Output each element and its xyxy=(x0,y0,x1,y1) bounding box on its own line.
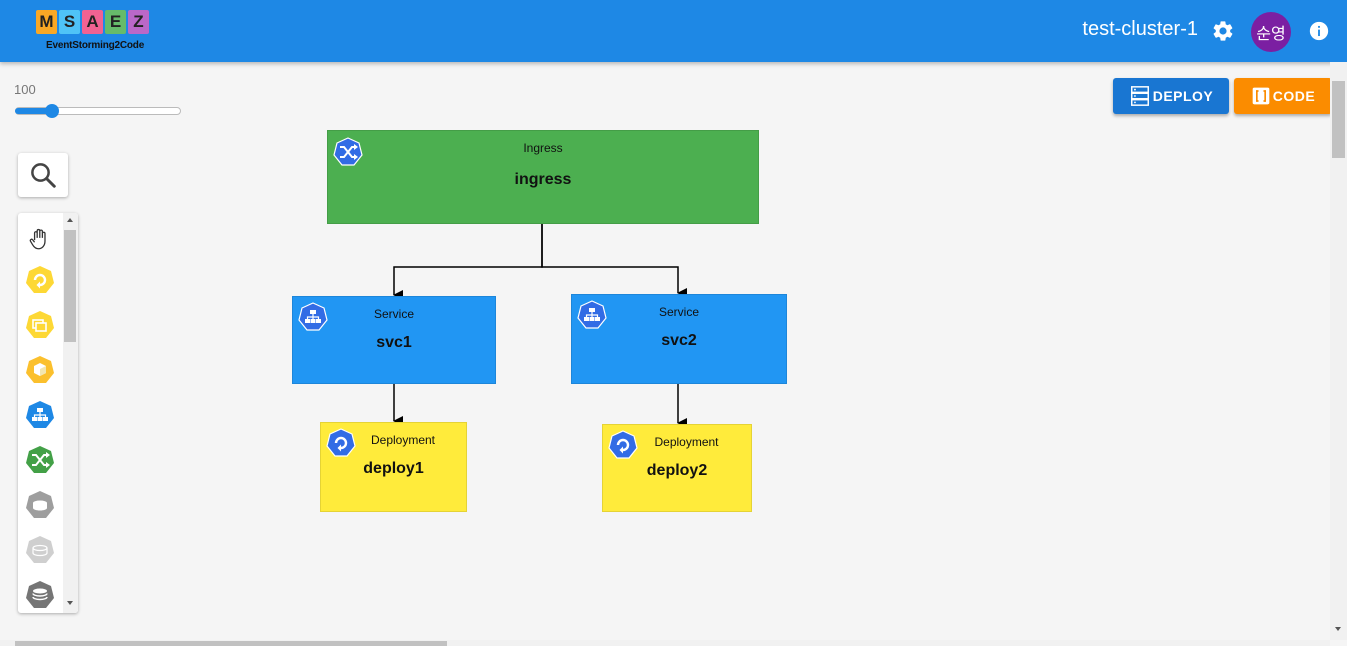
logo-letter: S xyxy=(59,10,80,34)
palette-replicaset[interactable] xyxy=(25,310,55,340)
logo-letter: Z xyxy=(128,10,149,34)
server-icon xyxy=(1130,86,1149,106)
deploy-button[interactable]: DEPLOY xyxy=(1113,78,1229,114)
logo-letter: M xyxy=(36,10,57,34)
zoom-label: 100 xyxy=(14,82,36,97)
palette-scroll-down-icon[interactable] xyxy=(67,601,73,605)
palette-deployment[interactable] xyxy=(25,265,55,295)
palette-storage-class[interactable] xyxy=(25,580,55,610)
info-icon[interactable] xyxy=(1308,20,1330,42)
node-kind: Deployment xyxy=(370,433,436,447)
deployment-icon xyxy=(608,430,638,459)
service-node-svc2[interactable]: Service svc2 xyxy=(571,294,787,384)
pod-icon xyxy=(26,356,54,383)
logo-subtitle: EventStorming2Code xyxy=(46,40,145,51)
diagram-connections xyxy=(393,223,687,428)
deployment-icon xyxy=(326,428,356,457)
gear-icon[interactable] xyxy=(1211,19,1235,43)
storage-class-icon xyxy=(26,581,54,608)
node-kind: Service xyxy=(373,307,414,321)
scroll-down-icon[interactable] xyxy=(1335,627,1341,631)
search-button[interactable] xyxy=(18,153,68,197)
palette-service[interactable] xyxy=(25,400,55,430)
ingress-icon xyxy=(26,446,54,473)
service-icon xyxy=(298,302,328,331)
persistent-volume-icon xyxy=(26,491,54,518)
palette-persistent-volume-claim[interactable] xyxy=(25,535,55,565)
node-kind: Ingress xyxy=(523,141,563,155)
node-kind: Deployment xyxy=(654,435,719,449)
replicaset-icon xyxy=(26,311,54,338)
node-kind: Service xyxy=(658,305,699,319)
horizontal-scrollbar[interactable] xyxy=(0,640,1330,646)
palette-pod[interactable] xyxy=(25,355,55,385)
code-button-label: CODE xyxy=(1272,88,1316,104)
service-icon xyxy=(26,401,54,428)
ingress-node[interactable]: Ingress ingress xyxy=(327,130,759,224)
element-palette xyxy=(18,213,78,613)
service-node-svc1[interactable]: Service svc1 xyxy=(292,296,496,384)
vertical-scrollbar-thumb[interactable] xyxy=(1332,81,1345,158)
msaez-logo[interactable]: M S A E Z EventStorming2Code xyxy=(36,10,168,54)
node-name: svc2 xyxy=(661,332,697,349)
palette-ingress[interactable] xyxy=(25,445,55,475)
palette-persistent-volume[interactable] xyxy=(25,490,55,520)
node-name: ingress xyxy=(514,171,572,188)
vertical-scrollbar[interactable] xyxy=(1330,62,1347,640)
deployment-icon xyxy=(26,266,54,293)
deployment-node-deploy2[interactable]: Deployment deploy2 xyxy=(602,424,752,512)
search-icon xyxy=(31,163,56,188)
logo-letter: A xyxy=(82,10,103,34)
logo-letter: E xyxy=(105,10,126,34)
service-icon xyxy=(577,300,607,329)
node-name: deploy2 xyxy=(646,462,708,479)
node-name: deploy1 xyxy=(363,460,424,477)
zoom-slider-fill xyxy=(15,108,53,114)
user-avatar[interactable]: 순영 xyxy=(1251,12,1291,52)
edge-ingress-svc2 xyxy=(541,223,687,298)
palette-scroll-up-icon[interactable] xyxy=(67,218,73,222)
deployment-node-deploy1[interactable]: Deployment deploy1 xyxy=(320,422,467,512)
code-button[interactable]: CODE xyxy=(1234,78,1332,114)
deploy-button-label: DEPLOY xyxy=(1152,88,1214,104)
horizontal-scrollbar-thumb[interactable] xyxy=(15,641,447,646)
edge-ingress-svc1 xyxy=(393,223,543,300)
node-name: svc1 xyxy=(376,334,412,351)
hand-icon xyxy=(29,228,46,250)
persistent-volume-claim-icon xyxy=(26,536,54,563)
zoom-slider-thumb[interactable] xyxy=(45,104,59,118)
code-brackets-icon xyxy=(1252,87,1270,105)
cluster-name[interactable]: test-cluster-1 xyxy=(1082,18,1198,40)
ingress-icon xyxy=(333,137,363,166)
palette-scrollbar-thumb[interactable] xyxy=(64,230,76,342)
palette-hand-tool[interactable] xyxy=(25,224,55,254)
app-bar: M S A E Z EventStorming2Code test-cluste… xyxy=(0,0,1347,62)
